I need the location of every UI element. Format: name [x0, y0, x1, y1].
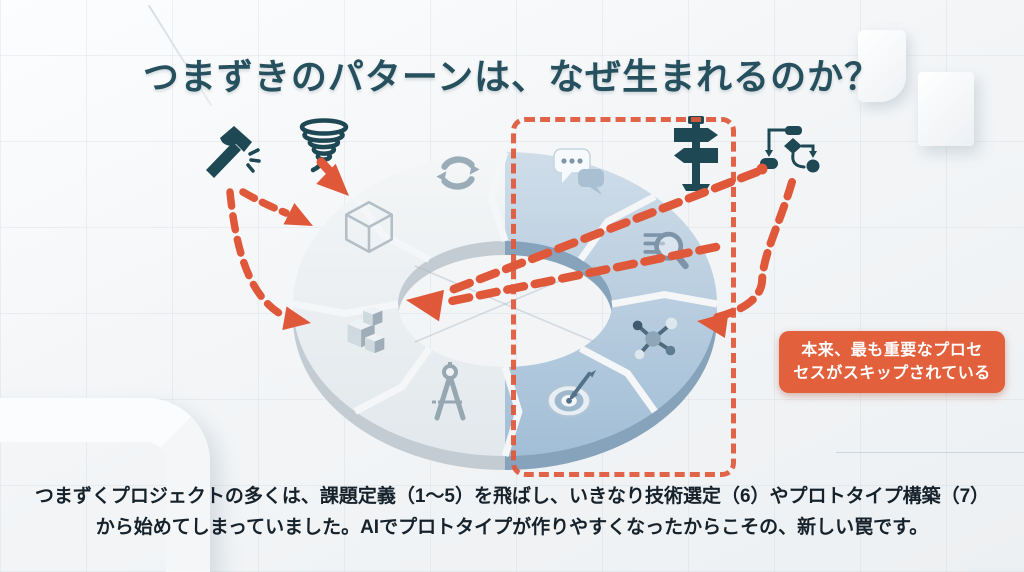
arrow-hammer-to-cube	[239, 188, 290, 217]
arrow-long-origin-dot	[756, 163, 768, 175]
callout-line1: 本来、最も重要なプロセ	[801, 341, 983, 359]
hammer-icon	[206, 126, 261, 178]
measure-line-decoration	[836, 452, 1024, 453]
skipped-process-highlight-rect	[511, 117, 736, 477]
footer-line2: から始めてしまっていました。AIでプロトタイプが作りやすくなったからこその、新し…	[95, 516, 929, 538]
page-title: つまずきのパターンは、なぜ生まれるのか？	[142, 56, 882, 97]
callout-bubble: 本来、最も重要なプロセ セスがスキップされている	[779, 331, 1005, 393]
arrow-hammer-to-blocks	[226, 188, 288, 320]
footer-text: つまずくプロジェクトの多くは、課題定義（1〜5）を飛ばし、いきなり技術選定（6）…	[0, 482, 1024, 544]
flowchart-icon	[760, 126, 820, 173]
callout-line2: セスがスキップされている	[793, 365, 991, 382]
footer-line1: つまずくプロジェクトの多くは、課題定義（1〜5）を飛ばし、いきなり技術選定（6）…	[34, 486, 990, 507]
